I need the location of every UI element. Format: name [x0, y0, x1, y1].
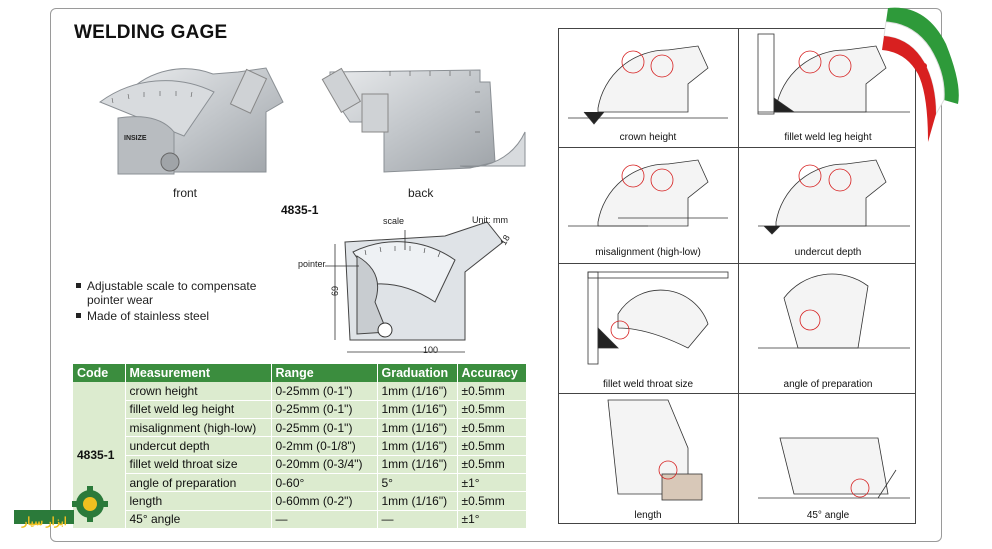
diagram-sketches — [568, 33, 910, 501]
scale-label: scale — [383, 216, 405, 226]
feature-item: Made of stainless steel — [76, 309, 256, 323]
flag-icon — [882, 7, 959, 142]
header-measurement: Measurement — [125, 364, 272, 382]
diagram-caption: length — [634, 510, 662, 521]
diagram-caption: fillet weld throat size — [602, 379, 694, 390]
front-caption: front — [173, 186, 198, 200]
grid-divider — [738, 28, 739, 524]
header-range: Range — [271, 364, 378, 382]
diagram-caption: fillet weld leg height — [784, 132, 872, 143]
pointer-label: pointer — [298, 259, 326, 269]
back-caption: back — [408, 186, 434, 200]
back-gage-photo — [321, 67, 526, 173]
dim-height: 69 — [330, 285, 341, 297]
svg-text:INSIZE: INSIZE — [124, 135, 147, 142]
diagram-caption: angle of preparation — [783, 379, 873, 390]
front-gage-photo: INSIZE — [98, 67, 284, 175]
unit-label: Unit: mm — [472, 215, 508, 225]
header-code: Code — [73, 364, 126, 382]
diagram-caption: misalignment (high-low) — [595, 247, 701, 258]
header-graduation: Graduation — [377, 364, 458, 382]
dim-width: 100 — [423, 345, 439, 355]
diagram-caption: 45° angle — [806, 510, 850, 521]
table-header-row: Code Measurement Range Graduation Accura… — [73, 364, 527, 382]
table-row: 45° angle——±1° — [73, 510, 527, 529]
diagram-caption: undercut depth — [794, 247, 862, 258]
page-title: WELDING GAGE — [74, 22, 228, 43]
logo-text: ابزار سیار — [22, 516, 67, 528]
grid-divider — [558, 393, 916, 394]
grid-divider — [558, 263, 916, 264]
grid-divider — [558, 147, 916, 148]
logo-gear-icon — [14, 486, 108, 524]
diagram-caption: crown height — [619, 132, 677, 143]
model-number: 4835-1 — [281, 203, 319, 217]
header-accuracy: Accuracy — [457, 364, 527, 382]
spec-table: Code Measurement Range Graduation Accura… — [73, 364, 527, 529]
table-row: misalignment (high-low)0-25mm (0-1")1mm … — [73, 418, 527, 438]
dimension-drawing — [325, 221, 504, 353]
